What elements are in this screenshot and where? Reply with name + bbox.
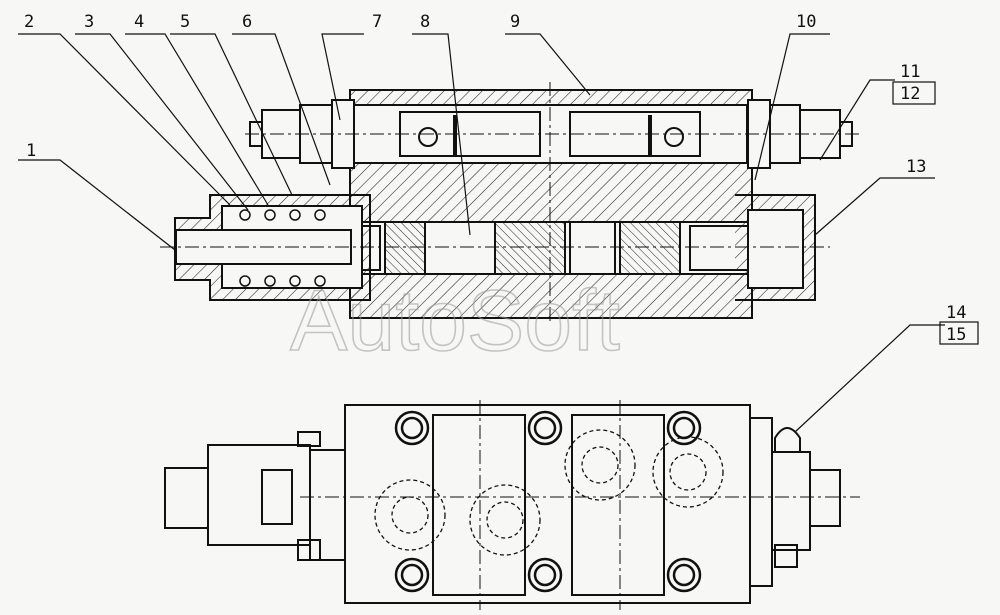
callout-2: 2	[24, 12, 34, 32]
callout-4: 4	[134, 12, 144, 32]
callout-11: 11	[900, 62, 920, 82]
callout-13: 13	[906, 157, 926, 177]
leader-lines	[18, 33, 945, 433]
callout-3: 3	[84, 12, 94, 32]
callout-6: 6	[242, 12, 252, 32]
callout-5: 5	[180, 12, 190, 32]
label-box-12	[892, 81, 936, 105]
callout-12: 12	[900, 84, 920, 104]
callout-9: 9	[510, 12, 520, 32]
callout-15: 15	[946, 325, 966, 345]
watermark: AutoSoft	[290, 273, 620, 369]
callout-8: 8	[420, 12, 430, 32]
callout-1-label: 1	[26, 141, 36, 161]
callout-10: 10	[796, 12, 816, 32]
valve-body-section	[160, 82, 860, 325]
label-box-15	[939, 321, 979, 345]
callout-14: 14	[946, 303, 966, 323]
callout-7: 7	[372, 12, 382, 32]
valve-body-plan	[164, 400, 860, 610]
